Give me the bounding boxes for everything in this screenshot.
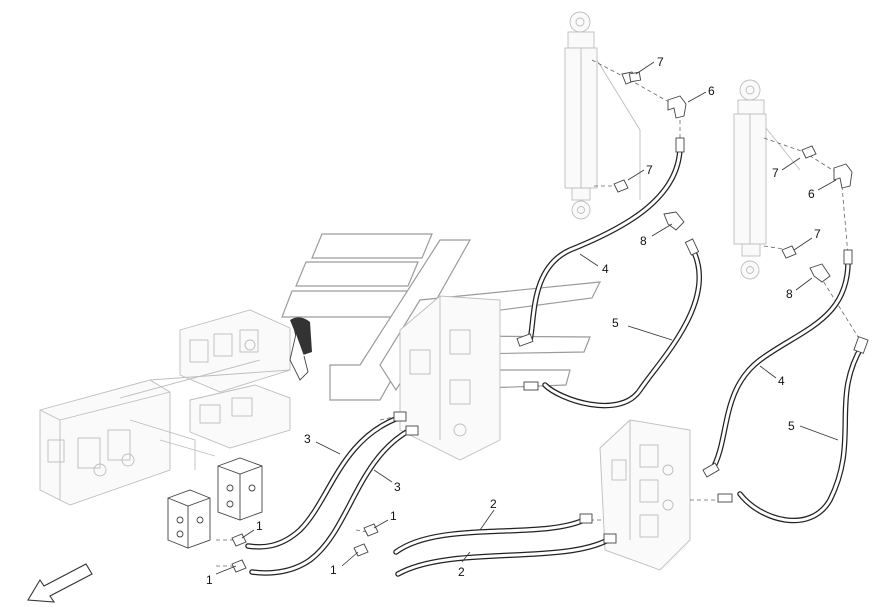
fitting-straight-7d — [781, 245, 797, 259]
callout-7c: 7 — [772, 166, 779, 180]
callout-1a: 1 — [256, 519, 263, 533]
right-manifold — [599, 419, 691, 571]
hose-2-lower — [395, 533, 617, 577]
fitting-elbow-8a — [663, 211, 685, 231]
fitting-straight-1a — [231, 533, 247, 547]
center-manifold — [399, 295, 501, 461]
fitting-straight-7b — [613, 179, 629, 193]
fitting-straight-1b — [231, 559, 247, 573]
hose-4-left — [516, 137, 685, 347]
callout-5a: 5 — [612, 316, 619, 330]
front-direction-arrow-icon — [27, 563, 93, 603]
callout-5b: 5 — [788, 419, 795, 433]
control-valve-bank — [39, 309, 291, 506]
hose-3-lower — [249, 425, 419, 576]
hydraulic-cylinder-left — [564, 11, 641, 220]
callout-7b: 7 — [646, 163, 653, 177]
valve-block-right — [217, 457, 263, 521]
callout-1b: 1 — [206, 573, 213, 587]
leader-lines — [215, 61, 839, 575]
callout-1c: 1 — [390, 509, 397, 523]
fitting-straight-1c — [363, 523, 379, 537]
hose-2-upper — [393, 513, 593, 555]
fitting-elbow-8b — [809, 263, 831, 283]
callout-4b: 4 — [778, 374, 785, 388]
hose-5-right — [717, 336, 869, 524]
callout-7d: 7 — [814, 227, 821, 241]
callout-4a: 4 — [602, 262, 609, 276]
hose-5-left — [523, 238, 702, 409]
hose-4-right — [702, 249, 853, 478]
callout-1d: 1 — [330, 563, 337, 577]
callouts: 7 6 7 8 4 5 7 6 7 8 4 5 3 3 2 2 1 1 1 1 — [206, 55, 821, 587]
callout-6b: 6 — [808, 187, 815, 201]
fitting-elbow-6b — [833, 163, 853, 189]
callout-7a: 7 — [657, 55, 664, 69]
callout-6a: 6 — [708, 84, 715, 98]
fitting-straight-7a — [621, 71, 642, 85]
callout-8b: 8 — [786, 287, 793, 301]
fitting-elbow-6a — [667, 95, 687, 119]
callout-2a: 2 — [490, 497, 497, 511]
hose-3-upper — [245, 411, 407, 550]
fitting-straight-1d — [353, 543, 369, 557]
hose-clamp-bracket — [289, 317, 312, 381]
fitting-straight-7c — [801, 145, 817, 159]
valve-block-left — [167, 489, 211, 549]
callout-3a: 3 — [304, 432, 311, 446]
callout-3b: 3 — [394, 480, 401, 494]
callout-8a: 8 — [640, 234, 647, 248]
hydraulic-cylinder-right — [733, 79, 801, 280]
callout-2b: 2 — [458, 565, 465, 579]
